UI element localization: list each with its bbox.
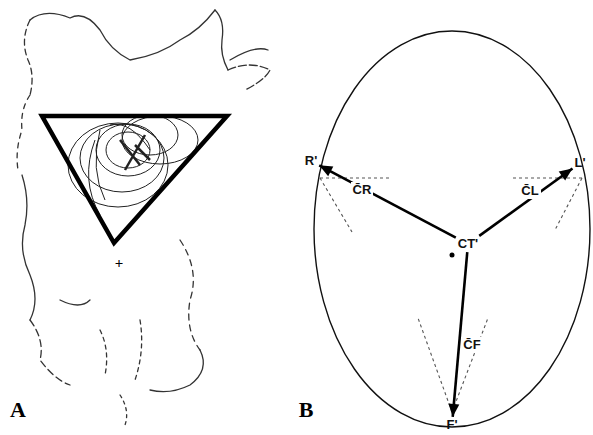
vector-line (319, 165, 456, 237)
polarity-mark: + (115, 256, 124, 271)
vector-line (453, 252, 468, 417)
panel-letter: B (299, 399, 314, 421)
point-label: L' (572, 155, 587, 171)
point-name: CT' (458, 236, 478, 251)
point-label: F' (444, 417, 459, 433)
arrowhead (448, 403, 459, 416)
vector-label: C̄F (461, 337, 482, 353)
arrowhead (319, 165, 333, 176)
vector-label: C̄L (519, 183, 540, 199)
center-point (450, 253, 455, 258)
reference-circle (314, 31, 590, 427)
panel-letter: A (10, 399, 26, 421)
vector-arrow (448, 252, 467, 417)
point-label: R' (303, 153, 319, 169)
arrowhead (559, 168, 573, 180)
point-name: F' (446, 417, 457, 432)
vector-arrow (479, 168, 572, 235)
animal-sketch (17, 10, 270, 425)
vector-line (479, 168, 572, 235)
point-label: CT' (456, 236, 480, 252)
projection-lines (320, 178, 582, 412)
einthoven-triangle (42, 116, 227, 243)
point-name: L' (574, 155, 585, 170)
point-name: R' (305, 153, 317, 168)
vector-label: C̄R (351, 182, 374, 198)
vector-arrow (319, 165, 456, 237)
